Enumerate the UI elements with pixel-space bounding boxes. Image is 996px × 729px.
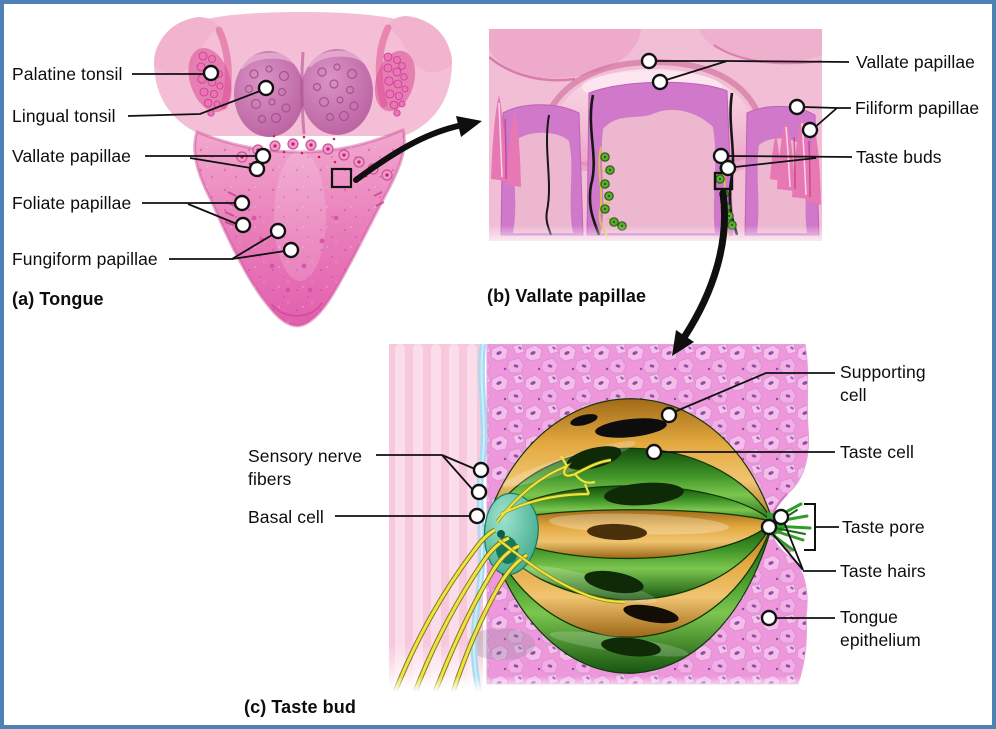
- caption-panel-c: (c) Taste bud: [244, 697, 356, 717]
- cell-nuclei: [566, 414, 684, 657]
- label-filiform-papillae: Filiform papillae: [855, 98, 980, 118]
- label-sensory-nerve-fibers: Sensory nerve fibers: [248, 446, 363, 489]
- panel-b-illustration: [489, 29, 822, 259]
- sensory-nerve-fibers-yellow: [392, 455, 626, 692]
- surface-mounds: [489, 29, 822, 82]
- bottom-fade: [489, 225, 822, 259]
- label-vallate-papillae-a: Vallate papillae: [12, 146, 131, 166]
- label-supporting-cell: Supporting cell: [840, 362, 926, 405]
- lingual-tonsils: [234, 49, 373, 137]
- label-foliate-papillae: Foliate papillae: [12, 193, 132, 213]
- panel-a-illustration: [154, 12, 452, 328]
- label-taste-cell: Taste cell: [840, 442, 914, 462]
- label-palatine-tonsil: Palatine tonsil: [12, 64, 123, 84]
- caption-panel-a: (a) Tongue: [12, 289, 104, 309]
- caption-panel-b: (b) Vallate papillae: [487, 286, 647, 306]
- label-basal-cell: Basal cell: [248, 507, 324, 527]
- label-vallate-papillae-b: Vallate papillae: [856, 52, 975, 72]
- taste-bud-body: [483, 398, 775, 674]
- tongue-body: [193, 127, 406, 328]
- bottom-fade: [389, 676, 819, 692]
- panel-c-illustration: [389, 344, 819, 692]
- label-taste-buds: Taste buds: [856, 147, 942, 167]
- label-taste-pore: Taste pore: [842, 517, 925, 537]
- label-lingual-tonsil: Lingual tonsil: [12, 106, 116, 126]
- label-fungiform-papillae: Fungiform papillae: [12, 249, 158, 269]
- label-taste-hairs: Taste hairs: [840, 561, 926, 581]
- label-tongue-epithelium: Tongue epithelium: [840, 607, 921, 650]
